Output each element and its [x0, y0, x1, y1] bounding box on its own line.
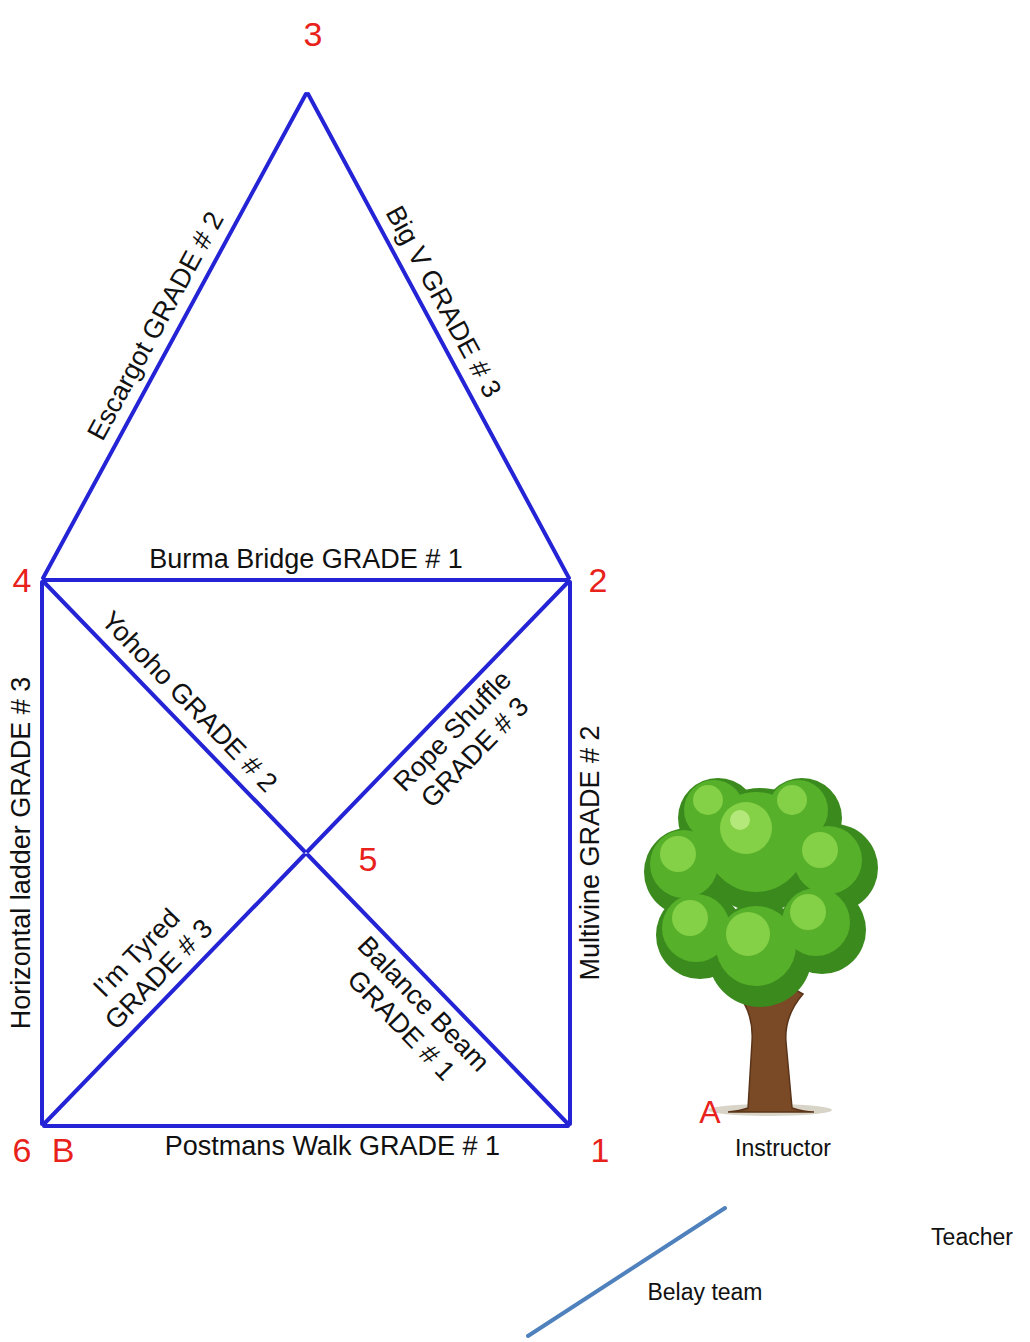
tree-canopy [644, 778, 878, 1007]
element-label: Yohoho GRADE # 2 [94, 605, 283, 799]
element-label: Big V GRADE # 3 [379, 201, 507, 403]
leaf-highlight [672, 900, 708, 936]
element-label: Rope Shuffle GRADE # 3 [377, 653, 550, 829]
leaf-highlight [726, 912, 770, 956]
element-label: Horizontal ladder GRADE # 3 [6, 677, 37, 1030]
rope-element [308, 94, 569, 578]
course-station: 2 [568, 578, 572, 582]
person-label: Teacher [931, 1226, 1013, 1249]
rope-element [44, 855, 304, 1124]
station-number: 1 [591, 1133, 610, 1167]
station-number: 4 [13, 563, 32, 597]
element-label: Postmans Walk GRADE # 1 [165, 1131, 500, 1162]
element-label: Balance Beam GRADE # 1 [322, 923, 502, 1106]
course-station: 3 [305, 90, 309, 94]
team-label: Belay team [647, 1281, 762, 1304]
rope-element [44, 578, 568, 582]
station-number: 6 [13, 1133, 32, 1167]
station-number: 2 [589, 563, 608, 597]
leaf-highlight [693, 785, 723, 815]
element-label: Multivine GRADE # 2 [575, 725, 606, 980]
course-station: 6B [40, 1124, 44, 1128]
point-letter: A [699, 1096, 720, 1128]
leaf-highlight [790, 894, 826, 930]
tree-illustration [644, 778, 878, 1116]
leaf-highlight [720, 802, 772, 854]
rope-element [43, 94, 306, 578]
leaf-highlight [802, 832, 838, 868]
leaf-highlight [777, 785, 807, 815]
rope-element [568, 582, 572, 1124]
station-number: B [52, 1133, 75, 1167]
leaf-highlight [660, 836, 696, 872]
person-label: Instructor [735, 1137, 831, 1160]
leaf-cluster [768, 780, 828, 840]
rope-element [308, 582, 568, 851]
belay-line [528, 1208, 725, 1336]
course-station: 5 [304, 851, 308, 855]
rope-element [44, 1124, 568, 1128]
rope-element [40, 582, 44, 1124]
station-number: 5 [359, 842, 378, 876]
leaf-cluster [782, 888, 850, 956]
rope-element [44, 582, 304, 851]
leaf-highlight [730, 810, 750, 830]
rope-element [308, 855, 568, 1124]
course-station: 1 [568, 1124, 572, 1128]
element-label: I’m Tyred GRADE # 3 [70, 885, 226, 1043]
element-label: Escargot GRADE # 2 [82, 207, 231, 446]
element-label: Burma Bridge GRADE # 1 [149, 544, 463, 575]
station-number: 3 [304, 17, 323, 51]
course-station: 4 [40, 578, 44, 582]
